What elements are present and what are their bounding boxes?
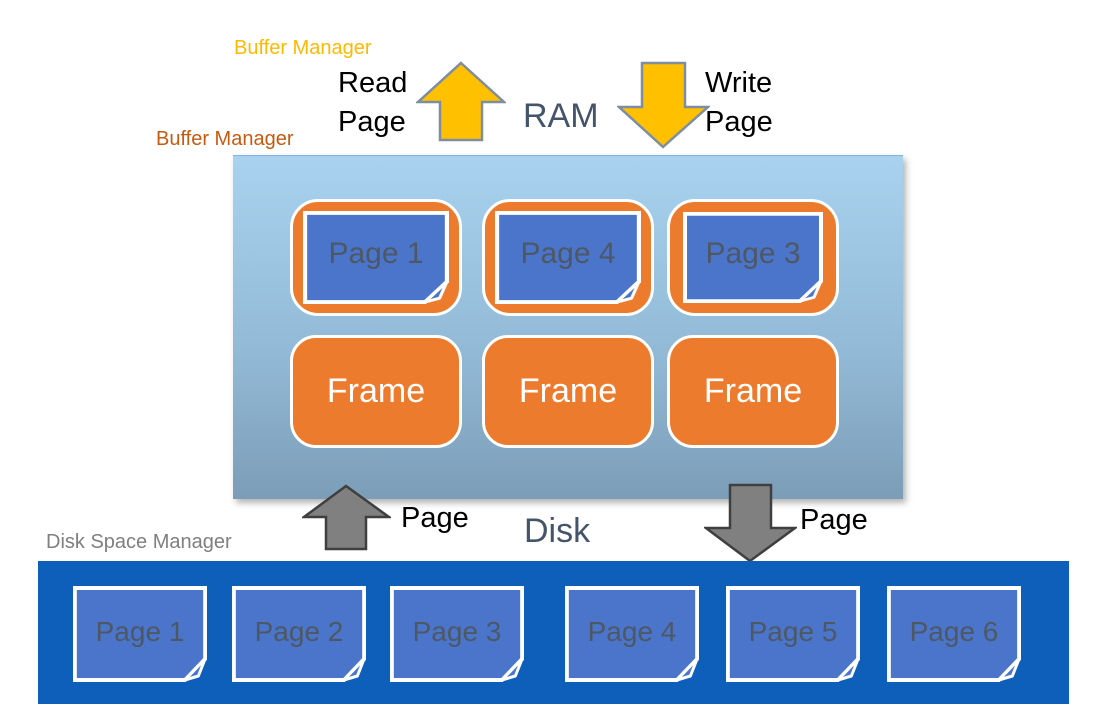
page-doc-icon [887, 586, 1021, 682]
buffer-slot: Page 3 Frame [667, 199, 839, 448]
write-arrow-icon [617, 61, 710, 149]
buffer-slot: Page 1 Frame [290, 199, 462, 448]
page-doc-icon [232, 586, 366, 682]
page-write-arrow-icon [704, 483, 797, 563]
disk-page-node: Page 2 [232, 586, 366, 682]
disk-page-node: Page 5 [726, 586, 860, 682]
ram-page-node: Page 3 [683, 212, 823, 303]
page-doc-icon [726, 586, 860, 682]
page-doc-icon [303, 211, 449, 304]
frame-node: Frame [667, 335, 839, 448]
frame-label: Frame [703, 372, 803, 410]
frame-with-page: Page 1 [290, 199, 462, 316]
frame-node: Frame [482, 335, 654, 448]
disk-space-manager-label: Disk Space Manager [46, 531, 232, 553]
frame-node: Frame [290, 335, 462, 448]
buffer-manager-top-label: Buffer Manager [234, 37, 372, 59]
page-doc-icon [495, 211, 641, 304]
frame-label: Frame [326, 372, 426, 410]
disk-page-label: Page 3 [412, 616, 502, 647]
ram-page-label: Page 1 [328, 236, 424, 270]
read-page-label-line2: Page [338, 106, 406, 138]
write-page-label-line1: Write [705, 67, 773, 99]
read-page-label-line1: Read [338, 67, 408, 99]
write-page-label: Write Page [705, 64, 773, 142]
page-doc-icon [683, 212, 823, 303]
disk-page-node: Page 3 [390, 586, 524, 682]
read-page-label: Read Page [338, 64, 407, 142]
frame-with-page: Page 3 [667, 199, 839, 316]
disk-page-label: Page 2 [254, 616, 344, 647]
write-page-label-line2: Page [705, 106, 773, 138]
ram-box: Page 1 Frame Page 4 Frame [233, 155, 903, 499]
page-doc-icon [565, 586, 699, 682]
disk-page-label: Page 6 [909, 616, 999, 647]
read-arrow-icon [416, 61, 506, 142]
page-out-label: Page [800, 504, 868, 536]
ram-page-node: Page 4 [495, 211, 641, 304]
disk-page-node: Page 6 [887, 586, 1021, 682]
ram-page-node: Page 1 [303, 211, 449, 304]
disk-page-node: Page 4 [565, 586, 699, 682]
page-in-label: Page [401, 502, 469, 534]
buffer-slot: Page 4 Frame [482, 199, 654, 448]
disk-label: Disk [524, 512, 591, 550]
ram-page-label: Page 4 [520, 236, 616, 270]
buffer-manager-label: Buffer Manager [156, 128, 294, 150]
disk-page-label: Page 5 [748, 616, 838, 647]
frame-with-page: Page 4 [482, 199, 654, 316]
page-doc-icon [73, 586, 207, 682]
ram-page-label: Page 3 [705, 236, 801, 270]
page-doc-icon [390, 586, 524, 682]
disk-bar: Page 1 Page 2 Page 3 Page 4 [38, 561, 1069, 704]
page-read-arrow-icon [302, 484, 391, 551]
frame-label: Frame [518, 372, 618, 410]
disk-page-label: Page 4 [587, 616, 677, 647]
disk-page-node: Page 1 [73, 586, 207, 682]
disk-page-label: Page 1 [95, 616, 185, 647]
ram-label: RAM [523, 97, 599, 135]
